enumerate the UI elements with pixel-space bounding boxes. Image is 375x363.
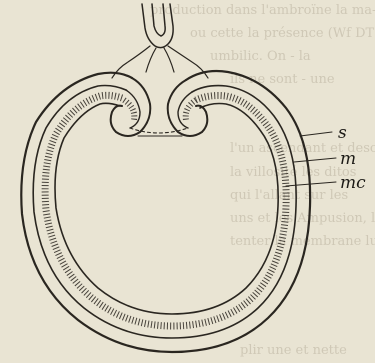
- label-s: s: [338, 123, 347, 143]
- leader-m: [294, 158, 336, 162]
- leader-s: [300, 132, 332, 136]
- top-invagination: [111, 78, 208, 136]
- bg-line-11: uns et les Ampusion, le: [230, 211, 375, 226]
- bg-line-2: ou cette la présence (Wf DT) in-: [190, 26, 375, 41]
- bg-line-12: tenter la membrane lu: [230, 234, 375, 249]
- bg-line-1: production dans l'ambroïne la ma-: [150, 3, 375, 18]
- bg-line-18: plir une et nette: [240, 343, 347, 358]
- label-mc: mc: [340, 173, 366, 193]
- inner-membrane: [55, 103, 278, 314]
- label-m: m: [340, 149, 356, 169]
- bg-line-3: umbilic. On - la: [210, 49, 311, 64]
- leader-mc: [286, 182, 336, 186]
- bg-line-4: ils ne sont - une: [230, 72, 335, 87]
